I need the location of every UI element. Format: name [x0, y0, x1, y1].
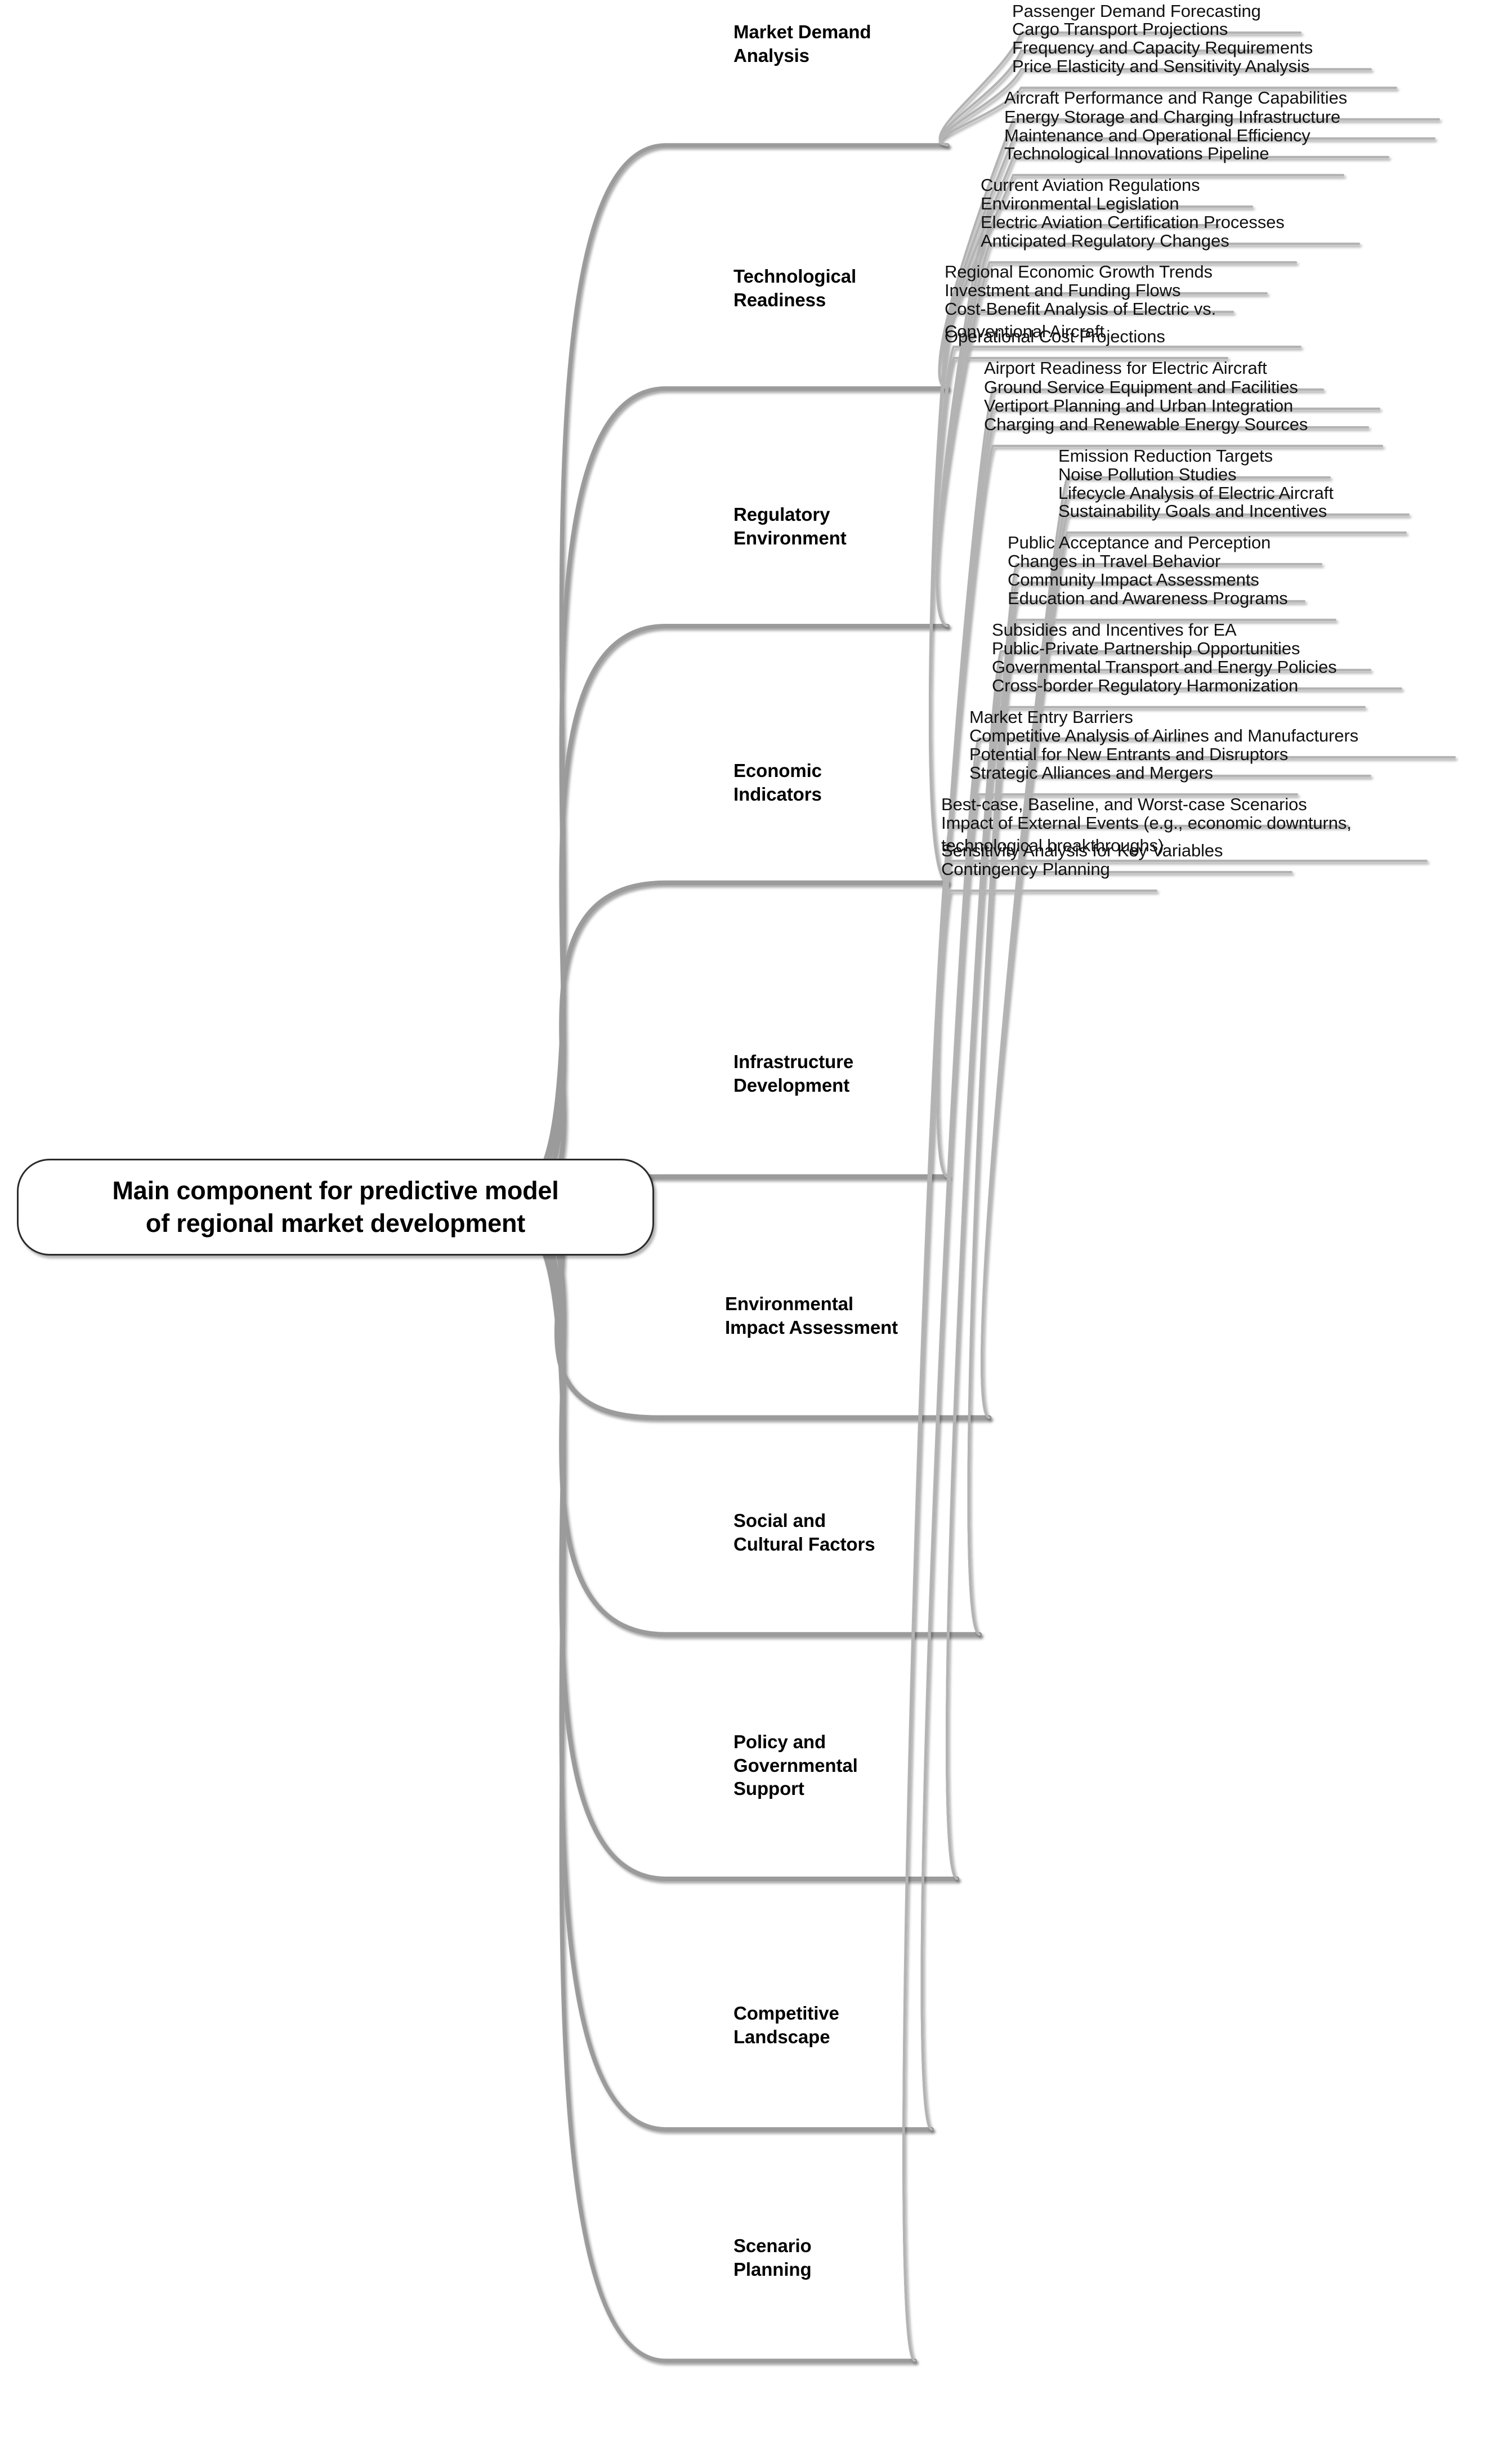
- leaf-label-4-4[interactable]: Operational Cost Projections: [945, 327, 1165, 346]
- leaf-label-6-4[interactable]: Sustainability Goals and Incentives: [1058, 501, 1327, 521]
- branch-label-2[interactable]: Technological Readiness: [733, 266, 857, 310]
- leaf-label-5-4[interactable]: Charging and Renewable Energy Sources: [984, 414, 1308, 434]
- leaf-label-7-4[interactable]: Education and Awareness Programs: [1008, 588, 1288, 608]
- branch-label-8[interactable]: Policy and Governmental Support: [733, 1731, 858, 1799]
- leaf-label-10-4[interactable]: Contingency Planning: [941, 859, 1110, 879]
- branch-label-7[interactable]: Social and Cultural Factors: [733, 1510, 875, 1555]
- branch-label-10[interactable]: Scenario Planning: [733, 2235, 812, 2280]
- leaf-label-1-1[interactable]: Passenger Demand Forecasting: [1012, 1, 1261, 21]
- leaf-label-1-4[interactable]: Price Elasticity and Sensitivity Analysi…: [1012, 56, 1310, 76]
- leaf-label-9-4[interactable]: Strategic Alliances and Mergers: [969, 763, 1213, 783]
- root-node-label: Main component for predictive model of r…: [112, 1176, 559, 1238]
- branch-label-5[interactable]: Infrastructure Development: [733, 1051, 854, 1096]
- branch-label-6[interactable]: Environmental Impact Assessment: [725, 1293, 898, 1338]
- branch-label-4[interactable]: Economic Indicators: [733, 760, 822, 805]
- root-node[interactable]: Main component for predictive model of r…: [17, 1159, 654, 1256]
- leaf-label-2-4[interactable]: Technological Innovations Pipeline: [1004, 144, 1269, 163]
- branch-label-9[interactable]: Competitive Landscape: [733, 2003, 839, 2047]
- leaf-label-8-4[interactable]: Cross-border Regulatory Harmonization: [992, 676, 1299, 695]
- branch-label-3[interactable]: Regulatory Environment: [733, 504, 847, 548]
- branch-label-1[interactable]: Market Demand Analysis: [733, 21, 871, 66]
- leaf-label-3-4[interactable]: Anticipated Regulatory Changes: [981, 231, 1229, 251]
